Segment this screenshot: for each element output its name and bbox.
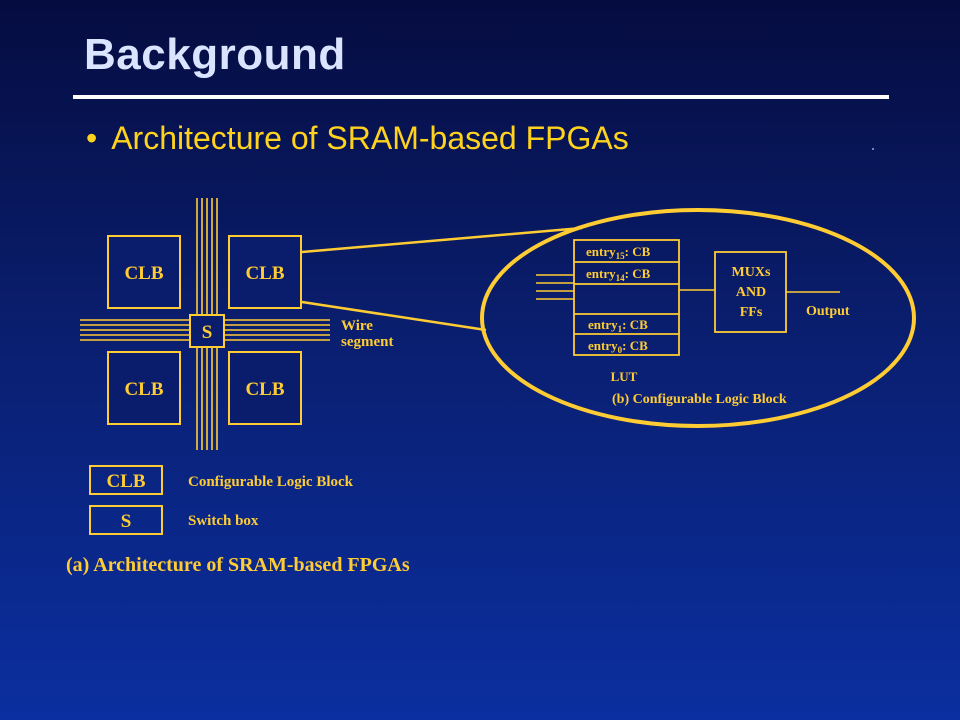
clb-bottom-right (228, 351, 302, 425)
legend-boxes (89, 465, 163, 535)
mux-line1: MUXs (732, 265, 771, 280)
bullet-item: • Architecture of SRAM-based FPGAs (86, 120, 629, 157)
legend-clb-symbol: CLB (106, 471, 145, 492)
bullet-dot: • (86, 120, 98, 156)
bullet-text: Architecture of SRAM-based FPGAs (111, 120, 629, 156)
lut-label: LUT (611, 369, 638, 384)
clb-top-right (228, 235, 302, 309)
title-divider (73, 95, 889, 99)
zoom-ellipse (480, 208, 916, 428)
switch-box (189, 314, 225, 348)
mux-line2: AND (736, 285, 766, 300)
clb-label-4: CLB (245, 379, 284, 400)
clb-label-3: CLB (124, 379, 163, 400)
zoom-lines (301, 226, 583, 332)
legend-clb-desc: Configurable Logic Block (188, 474, 354, 490)
lut-entry-14: entry14: CB (586, 266, 651, 283)
wire-label-line1: Wire (341, 318, 373, 334)
wire-label-line2: segment (341, 334, 394, 350)
mux-line3: FFs (740, 305, 763, 320)
caption-b: (b) Configurable Logic Block (612, 392, 787, 407)
slide-title: Background (84, 30, 346, 79)
lut-inputs (536, 274, 574, 300)
caption-a: (a) Architecture of SRAM-based FPGAs (66, 554, 410, 576)
stray-dot (872, 148, 874, 150)
lut-table (573, 239, 680, 356)
lut-entry-0: entry0: CB (588, 338, 648, 355)
lut-entry-1: entry1: CB (588, 317, 648, 334)
lut-entry-15: entry15: CB (586, 244, 651, 261)
legend-switch-symbol: S (121, 511, 132, 532)
legend-switch-desc: Switch box (188, 513, 259, 529)
clb-top-left (107, 235, 181, 309)
clb-bottom-left (107, 351, 181, 425)
clb-label-1: CLB (124, 263, 163, 284)
switch-label: S (202, 322, 213, 343)
output-label: Output (806, 304, 850, 319)
clb-label-2: CLB (245, 263, 284, 284)
